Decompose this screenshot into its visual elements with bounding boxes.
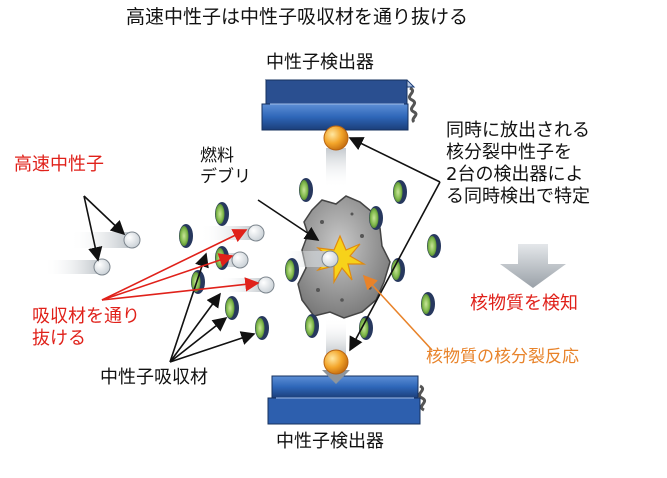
label-detect-material: 核物質を検知 [470,293,578,314]
absorber-field [179,178,441,340]
label-fast-neutron: 高速中性子 [14,154,104,175]
black-pointer-arrows [83,137,441,363]
fast-neutron [247,224,265,242]
arrowhead-bottom-detector [322,370,350,384]
label-fission-reaction: 核物質の核分裂反応 [426,347,579,367]
result-arrow [500,244,566,288]
label-coincidence-detection: 同時に放出される 核分裂中性子を 2台の検出器によ る同時検出で特定 [446,120,590,207]
trail-up [326,148,346,188]
fast-neutron [123,231,141,249]
fast-neutron [257,276,275,294]
label-neutron-absorber: 中性子吸収材 [100,367,208,388]
fission-neutron-top [323,125,349,151]
detector-bottom [267,375,427,425]
fast-neutron [93,258,111,276]
detector-top [261,79,418,131]
label-detector-top: 中性子検出器 [266,52,374,73]
label-detector-bottom: 中性子検出器 [276,431,384,452]
trail-down [326,318,346,354]
diagram-title: 高速中性子は中性子吸収材を通り抜ける [126,6,469,28]
fission-neutron-bottom [323,349,349,375]
red-pointer-arrows [101,229,260,301]
fast-neutron [231,251,249,269]
fast-neutron [321,250,339,268]
label-fuel-debris: 燃料 デブリ [200,146,251,187]
label-pass-through: 吸収材を通り 抜ける [32,306,140,349]
orange-pointer-arrow [362,274,433,351]
